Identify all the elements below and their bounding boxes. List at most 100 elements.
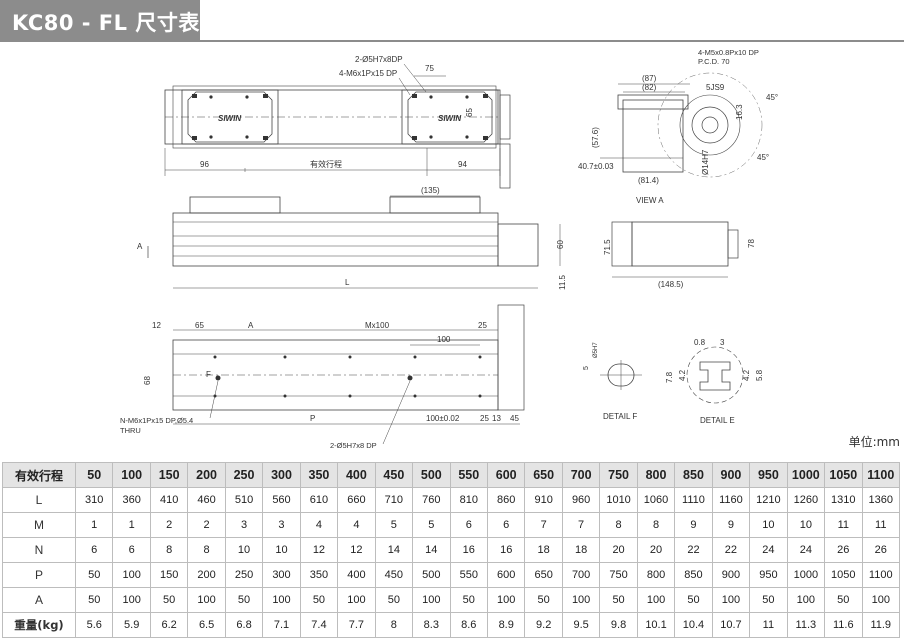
stroke-header: 350	[299, 462, 339, 488]
table-cell: 100	[412, 587, 451, 613]
stroke-header: 150	[149, 462, 189, 488]
brand-mark-left: SIWIN	[218, 114, 241, 123]
table-cell: 600	[486, 562, 526, 588]
table-cell: 610	[299, 487, 339, 513]
table-cell: 1060	[636, 487, 676, 513]
table-cell: 660	[337, 487, 376, 513]
table-cell: 8.6	[449, 612, 488, 638]
table-cell: 1210	[749, 487, 788, 513]
table-cell: 100	[112, 562, 151, 588]
table-cell: 50	[599, 587, 638, 613]
dim-bottom-45: 45	[510, 414, 519, 423]
table-cell: 6.5	[187, 612, 226, 638]
table-cell: 5.6	[74, 612, 114, 638]
table-cell: 7.4	[299, 612, 339, 638]
table-cell: 12	[299, 537, 339, 563]
table-cell: 400	[337, 562, 376, 588]
table-cell: 100	[561, 587, 601, 613]
table-cell: 11.9	[861, 612, 901, 638]
dim-detaile-3: 3	[720, 338, 725, 347]
table-cell: 8	[599, 512, 638, 538]
stroke-header: 850	[674, 462, 713, 488]
callout-top-pin: 2-Ø5H7x8DP	[355, 55, 403, 64]
table-cell: 710	[374, 487, 414, 513]
caption-detail-e: DETAIL E	[700, 416, 735, 425]
dim-side-base: 11.5	[558, 274, 567, 290]
callout-viewa-screw: 4-M5x0.8Px10 DP	[698, 48, 759, 57]
dim-top-left: 96	[200, 160, 209, 169]
stroke-header: 50	[74, 462, 114, 488]
table-cell: 18	[524, 537, 563, 563]
stroke-header: 650	[524, 462, 563, 488]
dim-viewa-163: 16.3	[735, 104, 744, 120]
dim-viewa-814: (81.4)	[638, 176, 659, 185]
table-cell: 50	[824, 587, 863, 613]
table-cell: 100	[711, 587, 751, 613]
table-cell: 100	[187, 587, 226, 613]
table-cell: 6	[449, 512, 488, 538]
table-cell: 7	[524, 512, 563, 538]
stroke-header: 800	[636, 462, 676, 488]
table-cell: 20	[636, 537, 676, 563]
table-cell: 11	[861, 512, 901, 538]
table-cell: 20	[599, 537, 638, 563]
table-cell: 1310	[824, 487, 863, 513]
table-cell: 360	[112, 487, 151, 513]
table-cell: 510	[224, 487, 264, 513]
table-cell: 11.6	[824, 612, 863, 638]
dim-bottom-13: 13	[492, 414, 501, 423]
table-cell: 100	[486, 587, 526, 613]
stroke-header: 100	[112, 462, 151, 488]
table-cell: 1100	[861, 562, 901, 588]
dim-top-pitch: 75	[425, 64, 434, 73]
table-cell: 650	[524, 562, 563, 588]
table-cell: 6	[112, 537, 151, 563]
table-cell: 14	[374, 537, 414, 563]
table-cell: 50	[449, 587, 488, 613]
table-cell: 550	[449, 562, 488, 588]
table-cell: 50	[674, 587, 713, 613]
dim-top-right: 94	[458, 160, 467, 169]
side-view: (135) A L 60 11.5	[137, 186, 567, 290]
dim-viewa-82: (82)	[642, 83, 657, 92]
table-cell: 50	[74, 562, 114, 588]
stroke-header: 500	[412, 462, 451, 488]
dim-bottom-25: 25	[480, 414, 489, 423]
stroke-header: 600	[486, 462, 526, 488]
table-cell: 26	[861, 537, 901, 563]
dim-detaile-42a: 4.2	[678, 369, 687, 381]
table-cell: 8	[149, 537, 189, 563]
dim-detaile-42b: 4.2	[742, 369, 751, 381]
table-cell: 5	[374, 512, 414, 538]
table-cell: 1	[112, 512, 151, 538]
stroke-header: 750	[599, 462, 638, 488]
view-a: (87) (82) 4-M5x0.8Px10 DP P.C.D. 70 5JS9…	[578, 48, 778, 205]
table-cell: 6.8	[224, 612, 264, 638]
table-cell: 4	[299, 512, 339, 538]
table-cell: 860	[486, 487, 526, 513]
table-cell: 9	[711, 512, 751, 538]
table-cell: 50	[224, 587, 264, 613]
table-cell: 8	[636, 512, 676, 538]
technical-drawing: SIWIN SIWIN 96 有效行程 94 2-Ø5H7x8DP 4-M6x1…	[120, 48, 778, 450]
stroke-header: 1050	[824, 462, 863, 488]
table-cell: 5	[412, 512, 451, 538]
row-label: P	[2, 562, 76, 588]
stroke-header: 550	[449, 462, 488, 488]
table-cell: 8.3	[412, 612, 451, 638]
table-cell: 760	[412, 487, 451, 513]
table-cell: 50	[374, 587, 414, 613]
dim-bottom-25-top: 25	[478, 321, 487, 330]
dim-side-height: 60	[556, 240, 565, 249]
table-cell: 100	[337, 587, 376, 613]
callout-bottom-thru: THRU	[120, 426, 141, 435]
detail-e: 0.8 3 7.8 4.2 4.2 5.8 DETAIL E	[665, 338, 764, 425]
table-cell: 10.1	[636, 612, 676, 638]
title-bar: KC80 - FL 尺寸表	[0, 0, 200, 40]
dim-end-1485: (148.5)	[658, 280, 684, 289]
dim-bottom-a: A	[248, 321, 254, 330]
